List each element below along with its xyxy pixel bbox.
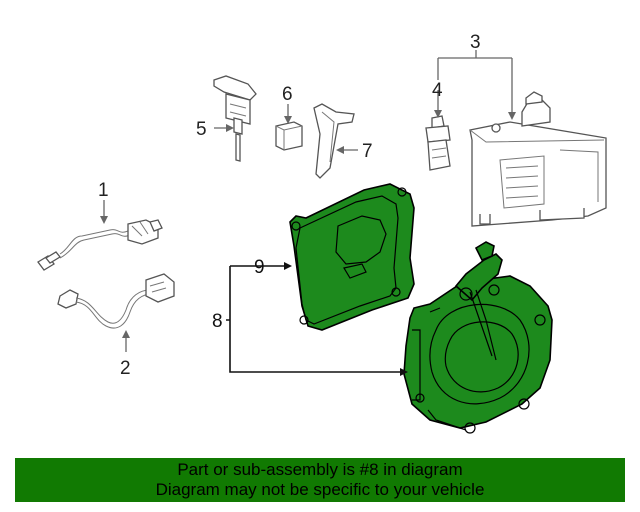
part-1-sensor-harness[interactable] — [37, 219, 163, 271]
arrow-7 — [336, 146, 344, 154]
leader-8-9 — [226, 265, 406, 373]
callout-4[interactable]: 4 — [432, 80, 443, 101]
part-2-sensor-harness[interactable] — [57, 273, 175, 329]
part-6-clip[interactable] — [275, 121, 303, 151]
arrow-3 — [508, 112, 516, 120]
info-banner: Part or sub-assembly is #8 in diagram Di… — [15, 458, 625, 502]
callout-5[interactable]: 5 — [196, 119, 207, 140]
part-4-sensor[interactable] — [425, 115, 451, 171]
arrow-9 — [284, 262, 292, 270]
arrow-6 — [284, 116, 292, 124]
leader-3 — [437, 50, 513, 118]
arrow-5 — [226, 124, 234, 132]
arrow-8 — [400, 368, 408, 376]
part-5-switch[interactable] — [213, 75, 257, 162]
banner-line-1: Part or sub-assembly is #8 in diagram — [177, 460, 463, 479]
callout-6[interactable]: 6 — [282, 84, 293, 105]
callout-3[interactable]: 3 — [470, 32, 481, 53]
arrow-1 — [100, 216, 108, 224]
callout-9[interactable]: 9 — [254, 257, 265, 278]
part-8-vacuum-pump[interactable] — [403, 241, 553, 434]
arrow-2 — [122, 330, 130, 338]
callout-8[interactable]: 8 — [212, 311, 223, 332]
callout-1[interactable]: 1 — [98, 180, 109, 201]
parts-diagram: 1 2 5 6 7 3 — [37, 32, 607, 434]
callout-2[interactable]: 2 — [120, 358, 131, 379]
part-7-bracket[interactable] — [313, 103, 355, 179]
callout-7[interactable]: 7 — [362, 141, 373, 162]
part-3-reservoir[interactable] — [469, 91, 607, 227]
part-9-gasket[interactable] — [289, 183, 415, 331]
arrow-4 — [434, 110, 442, 118]
banner-line-2: Diagram may not be specific to your vehi… — [155, 480, 485, 499]
